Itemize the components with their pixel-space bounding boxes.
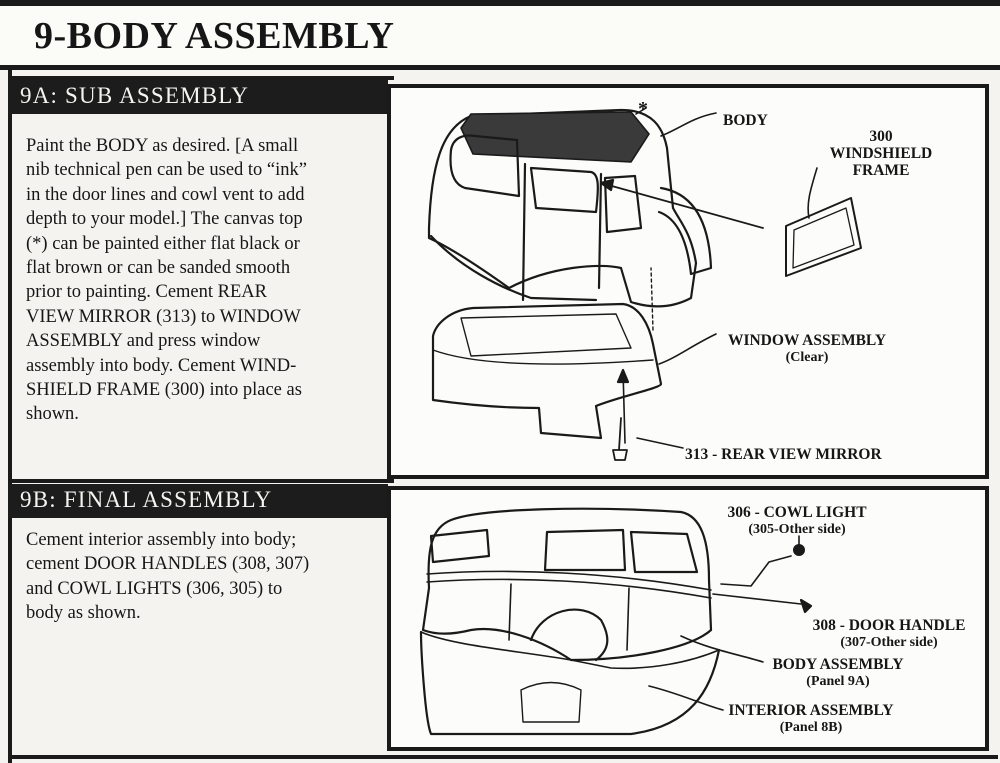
section-9a-instructions: Paint the BODY as desired. [A small nib … <box>26 134 369 427</box>
section-9a-heading: 9A: SUB ASSEMBLY <box>20 83 250 108</box>
section-9b-instructions: Cement interior assembly into body; ceme… <box>26 528 369 626</box>
cowl-light-label: 306 - COWL LIGHT <box>727 504 867 521</box>
title-banner: 9-BODY ASSEMBLY <box>0 0 1000 70</box>
section-9a-header: 9A: SUB ASSEMBLY <box>8 80 388 114</box>
instruction-line: cement DOOR HANDLES (308, 307) <box>26 554 310 575</box>
sub-assembly-diagram: * BODY 300 WINDSHIELD FRAME WINDOW ASSEM… <box>387 84 989 479</box>
car-side-window-rear <box>529 166 599 214</box>
instruction-line: flat brown or can be sanded smooth <box>26 258 291 279</box>
instruction-line: SHIELD FRAME (300) into place as <box>26 380 302 401</box>
body-assembly-label: BODY ASSEMBLY <box>772 656 904 673</box>
body-assembly-note: (Panel 9A) <box>806 674 870 689</box>
instruction-line: assembly into body. Cement WIND- <box>26 355 297 376</box>
instruction-line: body as shown. <box>26 603 141 624</box>
final-assembly-diagram: 306 - COWL LIGHT (305-Other side) 308 - … <box>387 486 989 751</box>
door-handle-note: (307-Other side) <box>840 635 938 650</box>
section-9b-header: 9B: FINAL ASSEMBLY <box>8 484 388 518</box>
canvas-top-callout: * <box>638 98 648 120</box>
interior-assembly-callout: INTERIOR ASSEMBLY (Panel 8B) <box>721 702 901 736</box>
windshield-frame-part <box>785 197 862 277</box>
cowl-light-note: (305-Other side) <box>748 522 846 537</box>
instruction-line: and COWL LIGHTS (306, 305) to <box>26 578 283 599</box>
door-handle-callout: 308 - DOOR HANDLE (307-Other side) <box>799 617 979 651</box>
car-side-window-front <box>449 134 521 198</box>
cowl-light-part <box>793 544 805 556</box>
door-handle-label: 308 - DOOR HANDLE <box>812 617 966 634</box>
car-body-lower <box>429 234 598 302</box>
assembled-side-window-1 <box>429 528 491 564</box>
car-door-line <box>521 162 603 302</box>
windshield-frame-callout: 300 WINDSHIELD FRAME <box>821 128 941 179</box>
rear-view-mirror-part <box>612 417 628 461</box>
windshield-frame-label-2: FRAME <box>852 162 910 179</box>
instruction-line: depth to your model.] The canvas top <box>26 209 303 230</box>
instruction-line: prior to painting. Cement REAR <box>26 282 267 303</box>
door-handle-part <box>799 598 813 614</box>
window-assembly-note: (Clear) <box>785 350 829 365</box>
window-assembly-label: WINDOW ASSEMBLY <box>727 332 887 349</box>
window-assembly-part <box>431 302 663 440</box>
instruction-line: nib technical pen can be used to “ink” <box>26 160 307 181</box>
instruction-line: VIEW MIRROR (313) to WINDOW <box>26 306 301 327</box>
instruction-line: ASSEMBLY and press window <box>26 331 261 352</box>
assembled-wheel-arch <box>529 608 609 662</box>
car-rear-window <box>603 174 643 234</box>
window-assembly-callout: WINDOW ASSEMBLY (Clear) <box>717 332 897 366</box>
instruction-line: shown. <box>26 404 79 425</box>
body-assembly-callout: BODY ASSEMBLY (Panel 9A) <box>763 656 913 690</box>
section-9b-top-rule <box>8 479 394 483</box>
assembled-side-window-2 <box>543 528 627 572</box>
section-9a-top-rule <box>8 76 394 80</box>
final-assembly-illustration <box>419 507 813 736</box>
assembled-body-outline <box>421 507 713 662</box>
interior-assembly-note: (Panel 8B) <box>779 720 843 735</box>
interior-assembly-label: INTERIOR ASSEMBLY <box>728 702 894 719</box>
bottom-rule <box>8 755 998 759</box>
windshield-frame-label-1: WINDSHIELD <box>829 145 933 162</box>
section-9b-heading: 9B: FINAL ASSEMBLY <box>20 487 273 512</box>
car-roof-panel <box>460 111 650 163</box>
body-callout: BODY <box>723 112 768 129</box>
assembled-side-window-3 <box>629 530 699 574</box>
sub-assembly-illustration <box>427 107 862 461</box>
cowl-light-callout: 306 - COWL LIGHT (305-Other side) <box>717 504 877 538</box>
assembled-belt-line <box>426 570 712 599</box>
interior-assembly-part <box>419 630 721 736</box>
instruction-line: (*) can be painted either flat black or <box>26 233 300 254</box>
rear-view-mirror-callout: 313 - REAR VIEW MIRROR <box>685 446 882 463</box>
windshield-frame-number: 300 <box>869 128 893 145</box>
car-fender <box>657 186 713 276</box>
instruction-line: in the door lines and cowl vent to add <box>26 184 305 205</box>
left-rule <box>8 70 12 763</box>
page-title: 9-BODY ASSEMBLY <box>34 15 395 57</box>
instruction-line: Paint the BODY as desired. [A small <box>26 136 299 156</box>
instruction-line: Cement interior assembly into body; <box>26 530 297 550</box>
